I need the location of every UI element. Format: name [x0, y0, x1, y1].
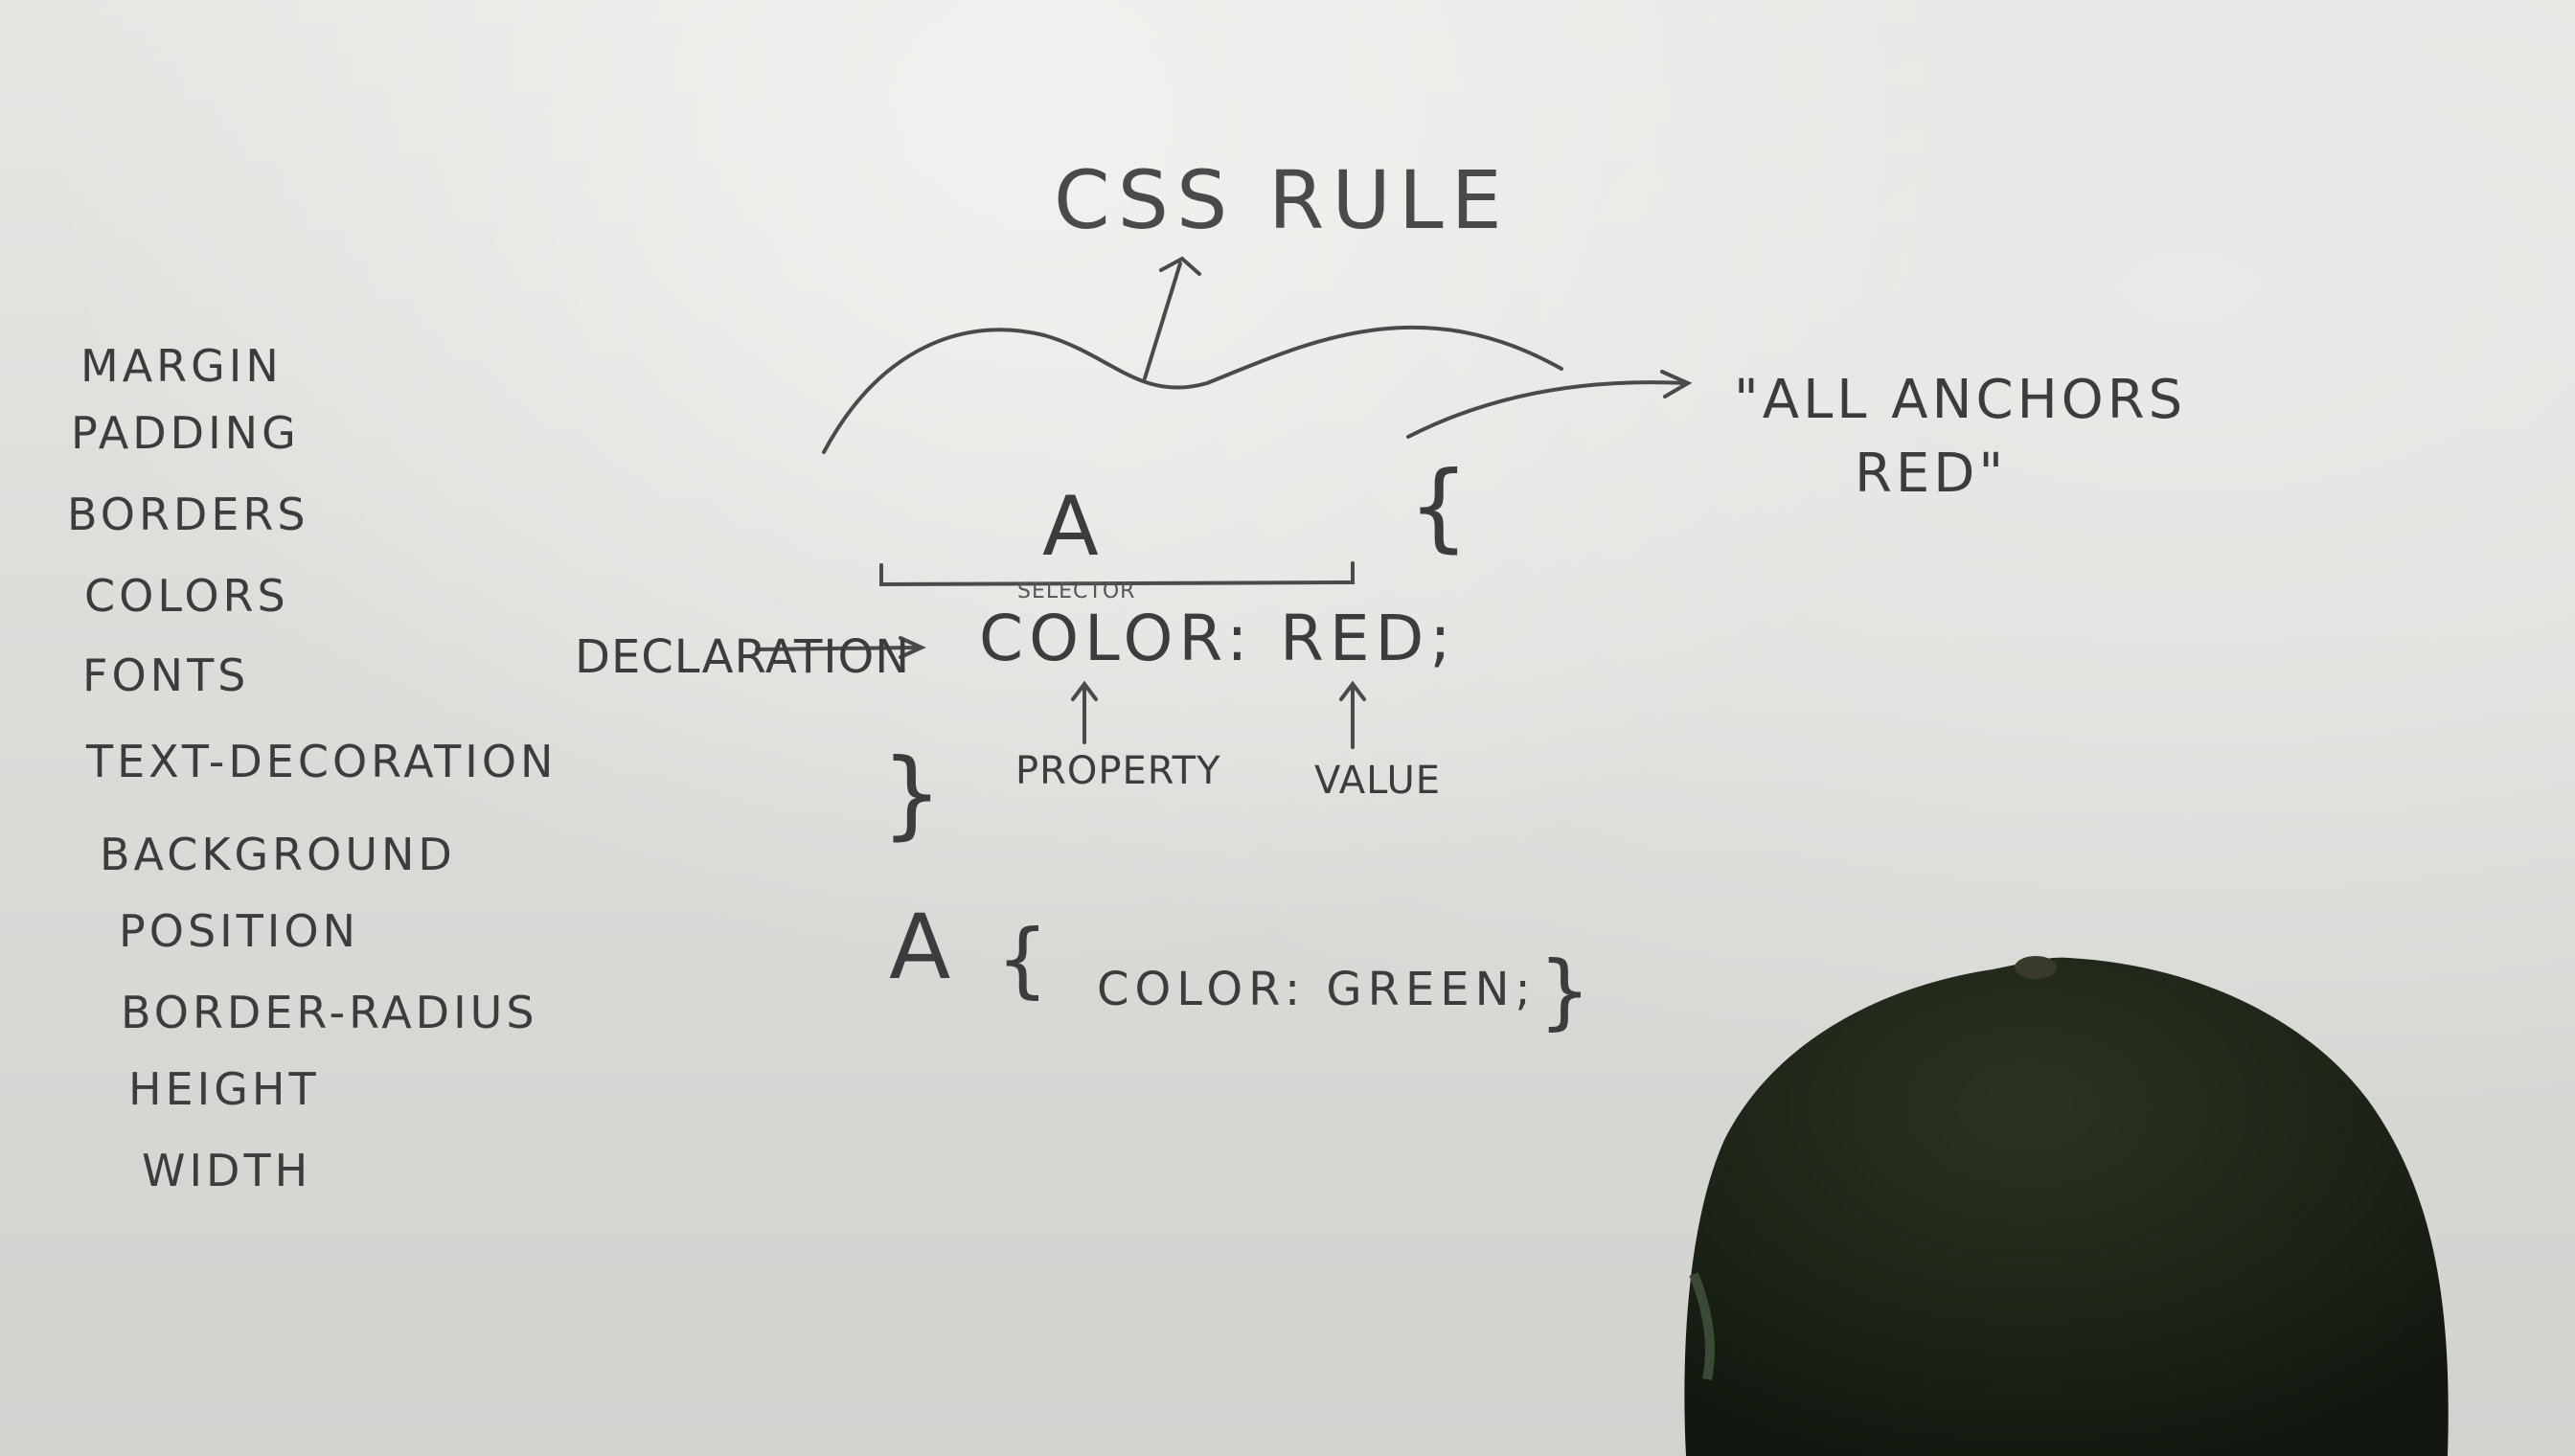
selector-bracket	[879, 561, 1355, 587]
selector-text: A	[1042, 479, 1103, 575]
example-declaration: COLOR: GREEN;	[1097, 963, 1537, 1016]
list-item-borders: BORDERS	[67, 489, 309, 540]
list-item-margin: MARGIN	[80, 340, 283, 392]
close-brace: }	[881, 738, 946, 850]
declaration-property: COLOR:	[979, 602, 1254, 675]
meaning-line-1: "ALL ANCHORS	[1734, 369, 2187, 431]
list-item-colors: COLORS	[84, 570, 289, 622]
declaration-label: DECLARATION	[575, 630, 911, 684]
list-item-text-decoration: TEXT-DECORATION	[86, 736, 558, 787]
list-item-height: HEIGHT	[128, 1063, 320, 1115]
selector-label: SELECTOR	[1017, 580, 1136, 603]
list-item-padding: PADDING	[71, 407, 300, 459]
title-arrow	[1143, 256, 1201, 380]
declaration-arrow	[755, 636, 926, 659]
rule-curve	[822, 325, 1563, 454]
example-open-brace: {	[996, 912, 1053, 1008]
example-selector: A	[889, 896, 955, 1000]
example-close-brace: }	[1538, 944, 1595, 1039]
list-item-position: POSITION	[119, 905, 359, 957]
open-brace: {	[1408, 450, 1473, 562]
list-item-background: BACKGROUND	[100, 829, 456, 880]
meaning-line-2: RED"	[1855, 443, 2008, 505]
list-item-width: WIDTH	[142, 1145, 312, 1196]
value-label: VALUE	[1314, 759, 1442, 803]
property-label: PROPERTY	[1015, 749, 1221, 793]
list-item-fonts: FONTS	[82, 649, 250, 701]
diagram-title: CSS RULE	[1054, 153, 1510, 247]
value-arrow	[1339, 680, 1366, 749]
property-arrow	[1071, 680, 1098, 744]
list-item-border-radius: BORDER-RADIUS	[121, 987, 538, 1038]
declaration-value: RED;	[1280, 602, 1457, 675]
meaning-arrow	[1406, 370, 1693, 439]
